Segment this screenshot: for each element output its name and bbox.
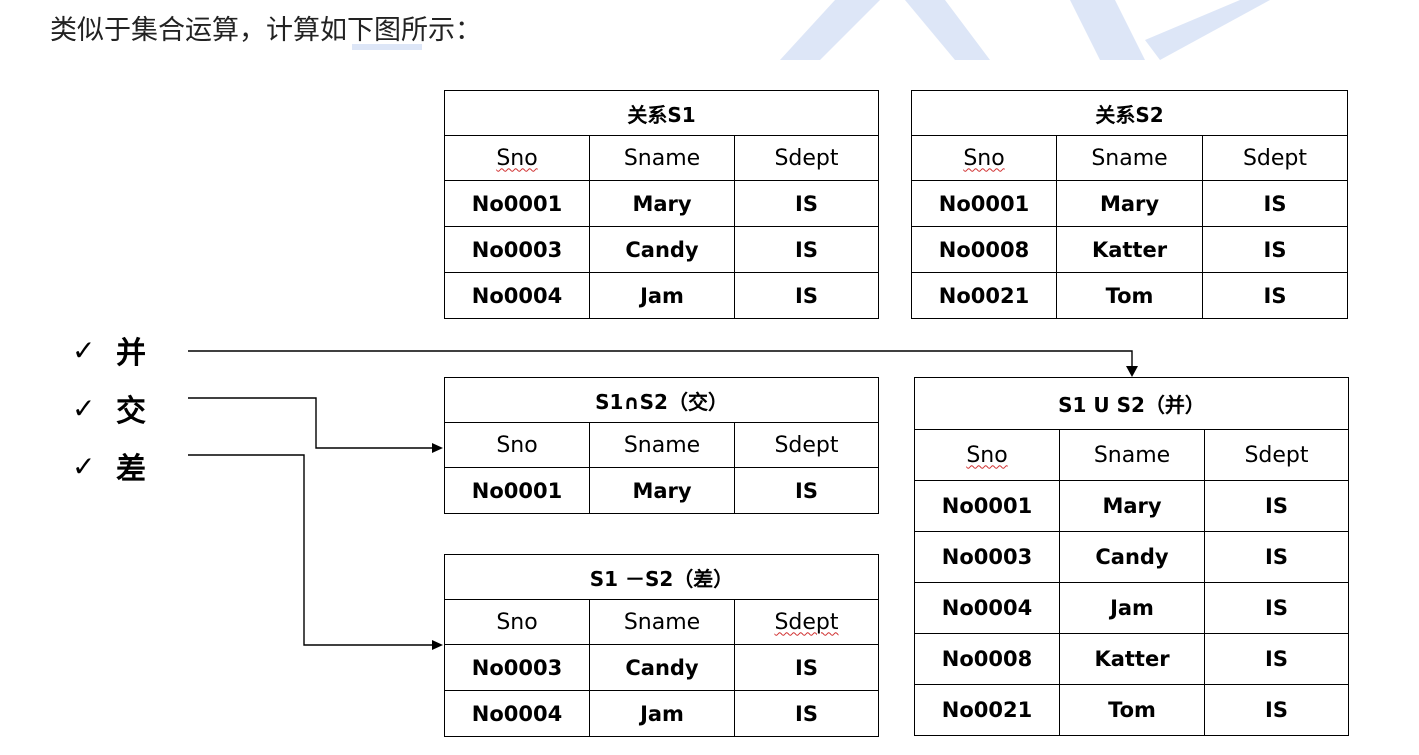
cell: IS	[734, 644, 879, 691]
cell: Mary	[589, 180, 735, 227]
column-header: Sno	[444, 599, 590, 645]
column-header: Sname	[589, 422, 735, 468]
cell: No0004	[444, 272, 590, 319]
cell: IS	[1203, 531, 1350, 583]
cell: No0003	[444, 226, 590, 273]
table-title: S1∩S2（交）	[443, 377, 880, 423]
cell: Katter	[1056, 226, 1203, 273]
cell: No0021	[914, 684, 1060, 736]
op-intersect: ✓ 交	[72, 386, 146, 430]
table-title: S1 U S2（并）	[913, 377, 1350, 430]
column-header: Sname	[589, 135, 735, 181]
cell: Candy	[589, 644, 735, 691]
check-icon: ✓	[72, 449, 96, 483]
cell: Mary	[589, 467, 735, 514]
column-header: Sno	[911, 135, 1057, 181]
cell: No0003	[914, 531, 1060, 583]
intersect-arrow	[188, 397, 434, 449]
op-union: ✓ 并	[72, 328, 146, 372]
union-arrowhead	[1126, 366, 1138, 377]
intersect-arrowhead	[432, 443, 443, 453]
cell: Jam	[1059, 582, 1205, 634]
cell: No0001	[914, 480, 1060, 532]
check-icon: ✓	[72, 333, 96, 367]
cell: IS	[1203, 633, 1350, 685]
column-header: Sdept	[734, 599, 879, 645]
op-union-label: 并	[116, 336, 146, 371]
table-row: No0004 Jam IS	[444, 690, 879, 737]
table-s2: 关系S2 Sno Sname Sdept No0001 Mary IS No00…	[911, 90, 1348, 319]
cell: IS	[1203, 480, 1350, 532]
difference-arrow	[188, 454, 434, 646]
cell: IS	[733, 467, 880, 514]
table-row: No0004 Jam IS	[914, 582, 1350, 634]
cell: Jam	[589, 272, 735, 319]
union-arrow	[188, 350, 1133, 368]
cell: Tom	[1056, 272, 1203, 319]
cell: No0004	[914, 582, 1060, 634]
cell: No0004	[444, 690, 590, 737]
cell: No0008	[911, 226, 1057, 273]
table-row: No0003 Candy IS	[914, 531, 1350, 583]
cell: Candy	[1059, 531, 1205, 583]
column-header: Sdept	[734, 135, 879, 181]
table-row: No0003 Candy IS	[444, 226, 879, 273]
cell: Candy	[589, 226, 735, 273]
cell: IS	[734, 272, 879, 319]
column-header: Sname	[1056, 135, 1203, 181]
op-difference: ✓ 差	[72, 444, 146, 488]
cell: Jam	[589, 690, 735, 737]
cell: IS	[1202, 272, 1348, 319]
page-heading: 类似于集合运算，计算如下图所示：	[50, 15, 482, 46]
table-row: No0001 Mary IS	[911, 180, 1348, 227]
column-header: Sno	[914, 429, 1060, 481]
table-row: No0008 Katter IS	[914, 633, 1350, 685]
difference-arrowhead	[432, 640, 443, 650]
column-header: Sno	[444, 135, 590, 181]
table-row: No0001 Mary IS	[914, 480, 1350, 532]
cell: No0008	[914, 633, 1060, 685]
op-intersect-label: 交	[116, 394, 146, 429]
column-header: Sno	[444, 422, 590, 468]
column-header: Sname	[589, 599, 735, 645]
table-s1: 关系S1 Sno Sname Sdept No0001 Mary IS No00…	[444, 90, 879, 319]
column-header: Sdept	[733, 422, 880, 468]
cell: No0003	[444, 644, 590, 691]
table-intersect: S1∩S2（交） Sno Sname Sdept No0001 Mary IS	[443, 377, 880, 514]
cell: Mary	[1056, 180, 1203, 227]
cell: IS	[734, 226, 879, 273]
cell: No0021	[911, 272, 1057, 319]
table-row: No0021 Tom IS	[914, 684, 1350, 736]
cell: IS	[1203, 684, 1350, 736]
check-icon: ✓	[72, 391, 96, 425]
table-row: No0021 Tom IS	[911, 272, 1348, 319]
cell: Katter	[1059, 633, 1205, 685]
table-row: No0004 Jam IS	[444, 272, 879, 319]
cell: Mary	[1059, 480, 1205, 532]
cell: IS	[1203, 582, 1350, 634]
cell: IS	[1202, 226, 1348, 273]
table-difference: S1 －S2（差） Sno Sname Sdept No0003 Candy I…	[444, 554, 879, 737]
cell: No0001	[444, 467, 590, 514]
cell: No0001	[444, 180, 590, 227]
table-title: S1 －S2（差）	[444, 554, 879, 600]
table-title: 关系S1	[444, 90, 879, 136]
op-difference-label: 差	[116, 452, 146, 487]
table-row: No0008 Katter IS	[911, 226, 1348, 273]
cell: IS	[1202, 180, 1348, 227]
table-union: S1 U S2（并） Sno Sname Sdept No0001 Mary I…	[913, 377, 1350, 736]
table-row: No0001 Mary IS	[444, 180, 879, 227]
cell: Tom	[1059, 684, 1205, 736]
cell: IS	[734, 180, 879, 227]
column-header: Sdept	[1203, 429, 1350, 481]
column-header: Sdept	[1202, 135, 1348, 181]
table-row: No0001 Mary IS	[444, 467, 880, 514]
table-row: No0003 Candy IS	[444, 644, 879, 691]
cell: IS	[734, 690, 879, 737]
table-title: 关系S2	[911, 90, 1348, 136]
cell: No0001	[911, 180, 1057, 227]
column-header: Sname	[1059, 429, 1205, 481]
